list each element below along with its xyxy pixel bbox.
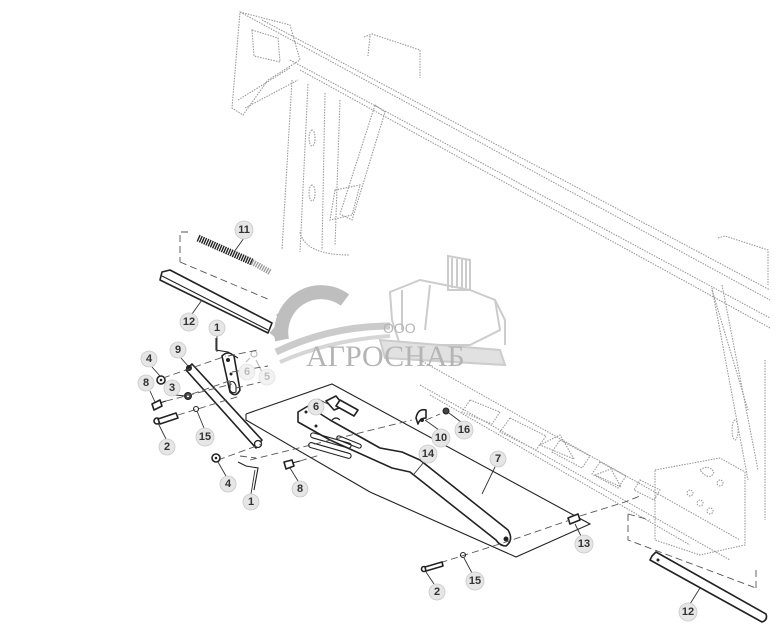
gear-icon [269, 285, 350, 342]
machine-frame [231, 11, 771, 561]
spring-assembly [179, 231, 272, 301]
combine-harvester-icon [378, 254, 507, 367]
svg-text:8: 8 [143, 377, 149, 389]
callout-14: 14 [418, 444, 438, 464]
svg-text:12: 12 [682, 606, 694, 618]
spring-part-11 [196, 234, 272, 275]
svg-text:3: 3 [169, 382, 175, 394]
svg-text:14: 14 [422, 448, 435, 460]
assembly-lines-left [162, 349, 271, 461]
svg-text:6: 6 [313, 401, 319, 413]
callout-4-lower: 4 [219, 475, 237, 493]
fastener-washer-15-lower [459, 551, 467, 559]
fastener-bolt-2-lower [420, 561, 444, 573]
rod-part-12-upper [159, 269, 273, 334]
callout-15-upper: 15 [195, 427, 215, 447]
callout-16: 16 [454, 420, 474, 440]
callout-8-upper: 8 [137, 374, 155, 392]
subassembly-outline-7 [245, 383, 592, 558]
watermark-logo: ООО АГРОСНАБ [269, 254, 507, 373]
svg-text:1: 1 [214, 322, 220, 334]
svg-text:2: 2 [434, 586, 440, 598]
svg-text:8: 8 [297, 483, 303, 495]
svg-text:6: 6 [244, 366, 250, 378]
svg-text:11: 11 [238, 224, 250, 236]
svg-text:13: 13 [578, 538, 590, 550]
svg-text:10: 10 [435, 432, 447, 444]
assembly-line-right [579, 495, 641, 517]
callout-7: 7 [489, 450, 507, 468]
lever-bar-part-14 [297, 405, 512, 547]
callout-6: 6 [307, 398, 325, 416]
fastener-washer-4 [156, 375, 166, 385]
callout-2-upper: 2 [158, 438, 176, 456]
watermark-ooo: ООО [383, 320, 416, 336]
svg-text:16: 16 [458, 424, 470, 436]
callout-11: 11 [234, 220, 254, 240]
cotter-pin-part-1-lower [237, 461, 259, 491]
svg-text:5: 5 [264, 371, 270, 383]
callout-8-lower: 8 [291, 480, 309, 498]
callout-12-lower: 12 [678, 602, 698, 622]
svg-text:1: 1 [248, 496, 254, 508]
callout-10: 10 [431, 428, 451, 448]
svg-text:15: 15 [199, 431, 211, 443]
callout-4-upper: 4 [140, 350, 158, 368]
link-arm-part-9 [185, 363, 263, 449]
svg-text:15: 15 [469, 575, 481, 587]
svg-text:2: 2 [164, 441, 170, 453]
svg-text:7: 7 [495, 453, 501, 465]
fastener-washer-15 [192, 405, 200, 413]
callout-3: 3 [163, 379, 181, 397]
svg-text:12: 12 [183, 316, 195, 328]
callout-2-lower: 2 [428, 583, 446, 601]
fastener-screw-8 [151, 399, 167, 411]
callout-15-lower: 15 [465, 571, 485, 591]
assembly-line-clip-2 [425, 413, 441, 421]
callout-12-upper: 12 [179, 312, 199, 332]
nut-part-16 [442, 407, 450, 415]
svg-text:4: 4 [146, 353, 153, 365]
bushing-part-13 [567, 513, 581, 525]
clip-part-10 [415, 408, 427, 425]
rod-part-12-lower [627, 513, 768, 623]
callout-1-upper: 1 [208, 319, 226, 337]
callouts: 11 12 1 9 4 6 5 8 3 6 15 10 16 2 14 7 4 … [137, 220, 698, 622]
callout-13: 13 [574, 534, 594, 554]
fastener-bolt-2 [153, 412, 179, 425]
assembly-line-clip [249, 419, 413, 461]
callout-1-lower: 1 [242, 493, 260, 511]
pin-part-6 [325, 395, 359, 421]
fastener-screw-8-lower [283, 454, 321, 470]
callout-6-faded: 6 [238, 363, 256, 381]
fastener-washer-4-lower [211, 453, 221, 463]
bracket-plate [221, 352, 241, 396]
svg-text:4: 4 [225, 478, 232, 490]
svg-text:9: 9 [175, 344, 181, 356]
callout-5-faded: 5 [258, 368, 276, 386]
callout-9: 9 [169, 341, 187, 359]
watermark-brand: АГРОСНАБ [306, 340, 465, 373]
assembly-line-lower [429, 519, 571, 567]
